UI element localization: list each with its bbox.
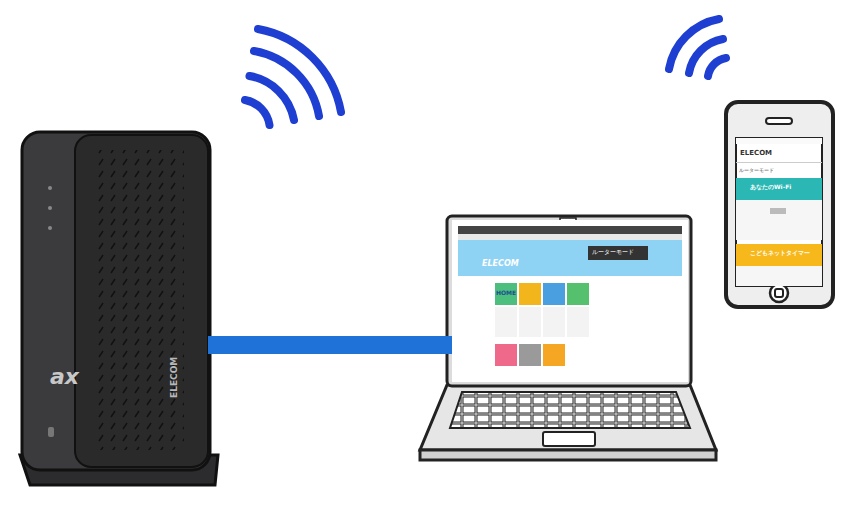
phone: [726, 102, 833, 307]
status-bar: [736, 138, 822, 144]
wifi-waves: [669, 19, 726, 76]
tile-panel: [519, 307, 541, 337]
menu-tile: [519, 283, 541, 305]
laptop-screen: ELECOM ルーターモード HOME: [452, 220, 688, 382]
brand-text: ELECOM: [740, 150, 772, 157]
laptop: [420, 216, 716, 460]
logo-text: ax: [50, 366, 79, 388]
browser-bar: [458, 226, 682, 234]
menu-tile: [495, 344, 517, 366]
tile-panel: [567, 307, 589, 337]
brand-text: ELECOM: [482, 260, 519, 268]
wifi-waves: [245, 29, 341, 125]
menu-text: こどもネットタイマー: [750, 250, 810, 256]
menu-panel: [736, 266, 822, 286]
page-heading: HOME: [496, 290, 516, 296]
header-band: [458, 240, 682, 276]
toggle-switch: [770, 208, 786, 214]
divider: [736, 162, 822, 163]
tab-text: ルーターモード: [592, 249, 634, 255]
phone-screen: ELECOM ルーターモードあなたのWi-Fi こどもネットタイマー: [736, 138, 822, 286]
tile-panel: [495, 307, 517, 337]
menu-tile: [567, 283, 589, 305]
mode-text: ルーターモード: [739, 168, 774, 173]
menu-text: あなたのWi-Fi: [750, 184, 791, 190]
router-node: ax ELECOM: [22, 128, 212, 473]
brand-text: ELECOM: [170, 357, 179, 398]
menu-tile: [519, 344, 541, 366]
tile-panel: [543, 307, 565, 337]
menu-tile: [543, 283, 565, 305]
lan-cable: [208, 345, 452, 346]
menu-panel: [736, 200, 822, 240]
menu-tile: [543, 344, 565, 366]
router: [20, 132, 218, 485]
